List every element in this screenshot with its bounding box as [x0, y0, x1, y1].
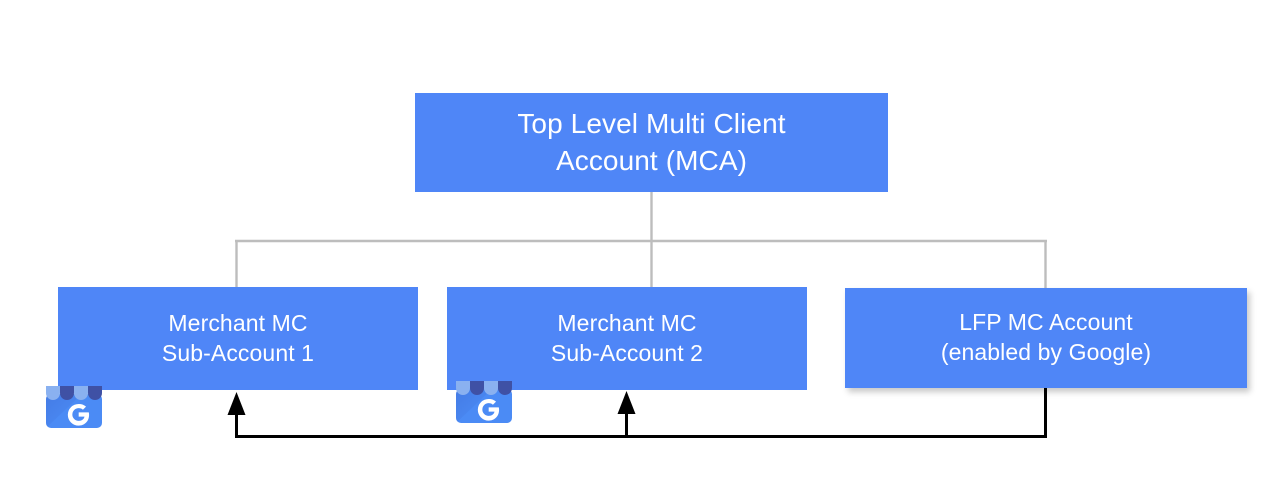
google-business-profile-icon	[46, 386, 102, 428]
node-top-level-mca[interactable]: Top Level Multi Client Account (MCA)	[415, 93, 888, 192]
node-merchant-mc-sub-account-2-label: Merchant MC Sub-Account 2	[550, 309, 704, 366]
flow-arrowhead-sub1	[227, 392, 246, 415]
node-merchant-mc-sub-account-2[interactable]: Merchant MC Sub-Account 2	[447, 287, 807, 390]
node-lfp-mc-account-label: LFP MC Account (enabled by Google)	[940, 309, 1152, 365]
flow-arrowhead-sub2	[617, 391, 636, 414]
google-business-profile-icon	[456, 381, 512, 423]
tree-connector-group	[235, 192, 1047, 289]
node-lfp-mc-account[interactable]: LFP MC Account (enabled by Google)	[845, 288, 1247, 388]
node-top-level-mca-label: Top Level Multi Client Account (MCA)	[517, 108, 786, 176]
gbp-letter-g	[477, 398, 500, 421]
node-merchant-mc-sub-account-1[interactable]: Merchant MC Sub-Account 1	[58, 287, 418, 390]
gbp-letter-g	[67, 403, 90, 426]
flow-connector-group	[227, 388, 1047, 438]
node-merchant-mc-sub-account-1-label: Merchant MC Sub-Account 1	[161, 309, 315, 366]
